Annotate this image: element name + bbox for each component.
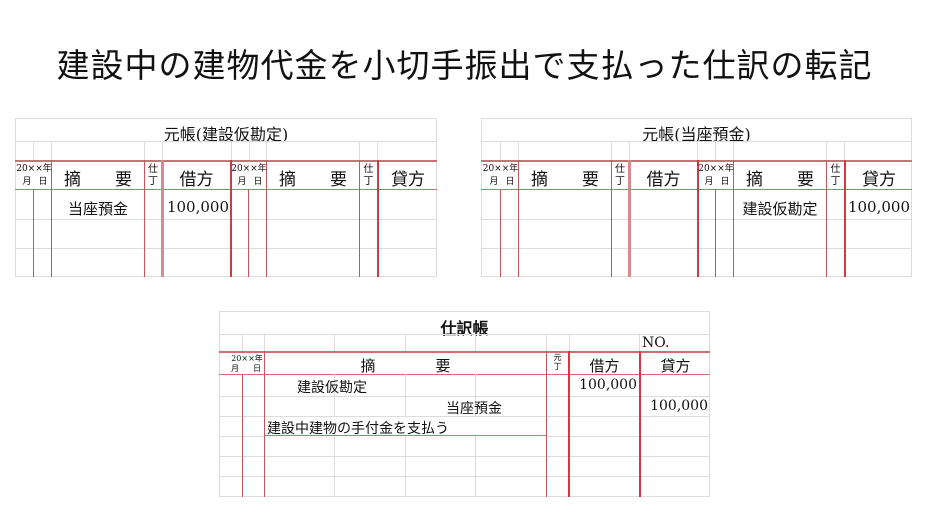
summary-header: 摘 要	[360, 357, 451, 375]
day-label: 日	[253, 364, 261, 373]
ref-header-credit-1: 仕	[363, 164, 374, 175]
journal-credit-amount: 100,000	[650, 398, 708, 414]
journal-memo: 建設中建物の手付金を支払う	[267, 421, 449, 437]
year-label-credit: 20××年	[231, 164, 267, 174]
ref-header-1: 仕	[148, 164, 158, 175]
day-label: 日	[38, 177, 48, 187]
ref-header-credit-2: 丁	[363, 176, 374, 187]
month-label: 月	[22, 177, 32, 187]
ledger-frame	[481, 118, 912, 277]
month-label-credit: 月	[237, 177, 247, 187]
month-label-credit: 月	[704, 177, 714, 187]
journal-frame	[219, 311, 710, 497]
summary-header-debit: 摘 要	[64, 170, 132, 190]
debit-header: 借方	[646, 170, 681, 190]
ref-header-2: 丁	[148, 176, 158, 187]
debit-header: 借方	[179, 170, 214, 190]
journal-debit-account: 建設仮勘定	[297, 380, 367, 396]
ref-header-2: 丁	[553, 362, 562, 371]
journal-title: 仕訳帳	[440, 319, 489, 338]
year-label-credit: 20××年	[698, 164, 734, 174]
credit-header: 貸方	[391, 170, 425, 190]
journal-no-label: NO.	[642, 335, 670, 351]
entry-credit-amount: 100,000	[847, 198, 910, 216]
summary-header-credit: 摘 要	[746, 170, 814, 190]
ledger-title: 元帳(建設仮勘定)	[163, 125, 289, 144]
credit-header: 貸方	[660, 357, 691, 375]
ref-header-credit-1: 仕	[830, 164, 841, 175]
page-title: 建設中の建物代金を小切手振出で支払った仕訳の転記	[56, 46, 873, 85]
ref-header-2: 丁	[615, 176, 625, 187]
year-label: 20××年	[16, 164, 52, 174]
day-label-credit: 日	[720, 177, 730, 187]
journal-credit-account: 当座預金	[446, 401, 502, 417]
entry-debit-amount: 100,000	[166, 198, 229, 216]
year-label: 20××年	[482, 164, 519, 174]
summary-header-credit: 摘 要	[279, 170, 347, 190]
journal-debit-amount: 100,000	[579, 377, 637, 393]
debit-header: 借方	[589, 357, 620, 375]
ref-header-credit-2: 丁	[830, 176, 841, 187]
month-label: 月	[489, 177, 499, 187]
ledger-title: 元帳(当座預金)	[642, 125, 751, 144]
day-label-credit: 日	[253, 177, 263, 187]
credit-header: 貸方	[862, 170, 896, 190]
ref-header-1: 元	[553, 353, 562, 362]
month-label: 月	[231, 364, 239, 373]
ledger-frame	[15, 118, 437, 277]
day-label: 日	[505, 177, 515, 187]
entry-summary: 当座預金	[67, 200, 128, 218]
summary-header-debit: 摘 要	[531, 170, 599, 190]
entry-summary: 建設仮勘定	[742, 200, 818, 218]
ref-header-1: 仕	[615, 164, 625, 175]
year-label: 20××年	[231, 354, 263, 363]
